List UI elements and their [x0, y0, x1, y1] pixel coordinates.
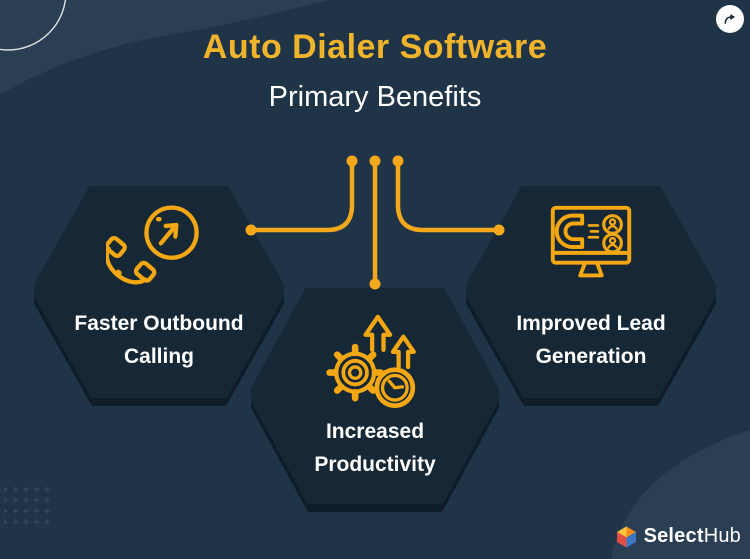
benefit-hexagon-faster-outbound-calling: Faster Outbound Calling [34, 186, 284, 406]
logo-wordmark: SelectHub [644, 525, 741, 548]
page-subtitle: Primary Benefits [268, 81, 482, 113]
benefit-hexagon-improved-lead-generation: Improved Lead Generation [466, 186, 716, 406]
page-title: Auto Dialer Software [202, 28, 548, 66]
logo-text-hub: Hub [703, 525, 741, 547]
hexagon-shape [34, 186, 284, 406]
header: Auto Dialer Software Primary Benefits [0, 28, 750, 114]
productivity-gear-clock-icon [326, 314, 416, 409]
hexagon-shape [466, 186, 716, 406]
benefit-label: Faster Outbound Calling [74, 312, 244, 368]
benefit-label: Increased Productivity [314, 420, 436, 476]
benefit-hexagon-increased-productivity: Increased Productivity [251, 288, 499, 512]
share-arrow-icon [724, 14, 735, 24]
outbound-call-icon [106, 205, 199, 285]
selecthub-logo: SelectHub [616, 525, 741, 548]
hexagon-fill [251, 288, 499, 504]
lead-magnet-monitor-icon [550, 205, 632, 278]
selecthub-cube-icon [616, 526, 636, 547]
hexagon-shape [251, 288, 499, 512]
benefit-label: Improved Lead Generation [516, 312, 666, 368]
share-button[interactable] [716, 5, 744, 33]
dot-grid-pattern [4, 486, 54, 529]
hexagon-fill [34, 186, 284, 398]
logo-text-select: Select [643, 525, 704, 547]
hexagon-fill [466, 186, 716, 398]
